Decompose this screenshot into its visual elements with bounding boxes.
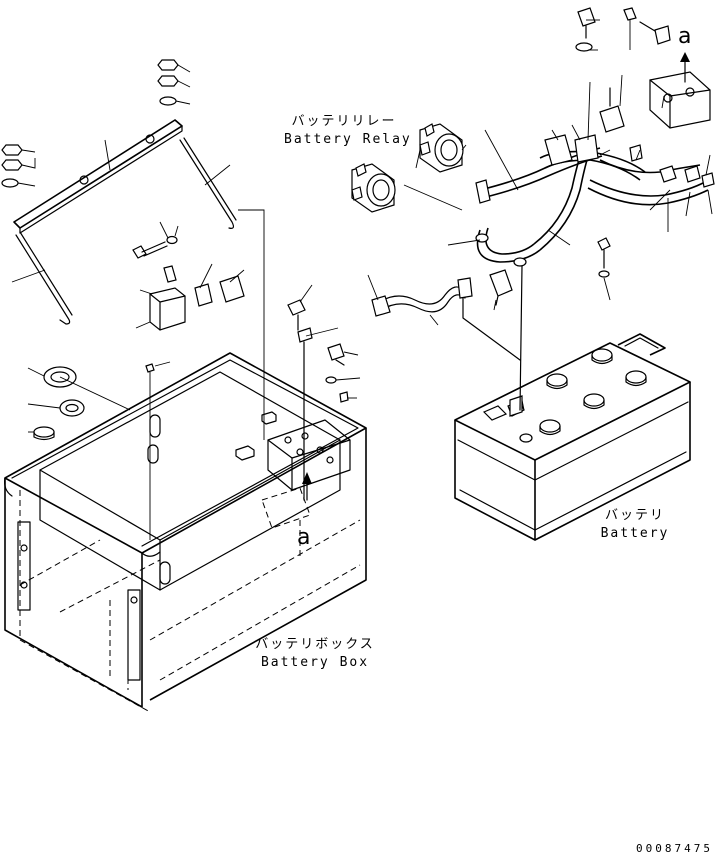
small-parts [132,235,349,501]
battery-label-en: Battery [600,526,670,541]
battery [454,333,691,541]
arrow-marker-lower [302,472,312,501]
grommets [33,366,85,441]
battery-box [4,352,367,713]
battery-relay-label-jp: バッテリリレー [291,114,397,129]
battery-relays [351,123,464,213]
upper-right-hardware [575,7,711,278]
battery-label-jp: バッテリ [604,508,665,523]
leader-lines [11,19,713,540]
battery-caps [539,348,647,436]
battery-box-label-jp: バッテリボックス [255,637,375,652]
battery-cables [371,134,715,411]
battery-relay-label-en: Battery Relay [284,132,412,147]
reference-mark-lower: a [297,525,311,550]
drawing-number: 00087475 [636,842,713,855]
hold-down-bar [1,59,237,325]
reference-mark-upper: a [678,24,692,49]
battery-box-label-en: Battery Box [260,655,370,670]
